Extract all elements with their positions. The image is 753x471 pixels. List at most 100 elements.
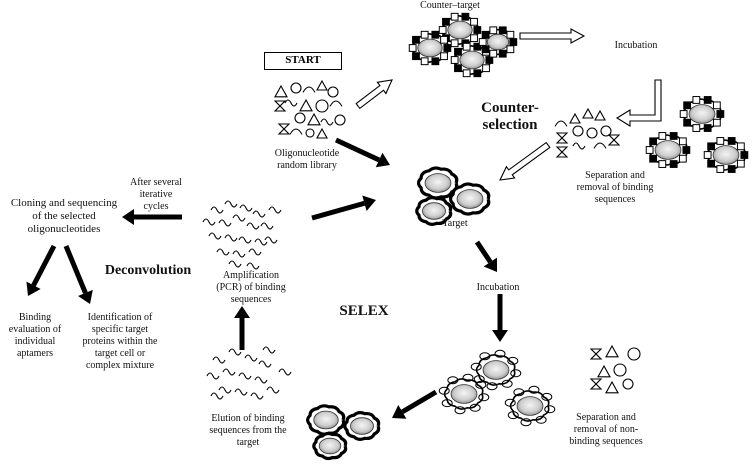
amplified-oligo <box>232 250 246 258</box>
sep-arc <box>593 142 607 149</box>
label-binding-eval: Binding evaluation of individual aptamer… <box>8 312 62 359</box>
sep-triangle <box>582 107 594 119</box>
arrow-to-identification <box>63 245 93 304</box>
eluted-oligo <box>234 388 248 396</box>
library-circle <box>327 86 339 98</box>
amplified-oligo <box>268 206 282 214</box>
amplified-oligo <box>238 236 252 244</box>
eluted-oligo <box>262 346 276 354</box>
eluted-target-3 <box>312 431 348 461</box>
sep-circle <box>586 127 598 139</box>
eluted-oligo <box>250 392 264 400</box>
incubated-target-2 <box>438 373 490 415</box>
amplified-oligo <box>232 214 246 222</box>
amplified-oligo <box>260 222 274 230</box>
nb-triangle <box>597 364 611 378</box>
arrow-back-to-target <box>499 141 551 181</box>
sep-circle <box>600 125 612 137</box>
arrow-to-elution <box>392 389 438 419</box>
library-triangle <box>316 127 328 139</box>
counter-target-3 <box>450 42 494 78</box>
label-counter-target: Counter–target <box>420 0 480 11</box>
nb-triangle <box>605 380 619 394</box>
amplified-oligo <box>208 232 222 240</box>
amplified-oligo <box>246 262 260 270</box>
library-circle <box>315 99 329 113</box>
library-circle <box>290 82 302 94</box>
library-arc <box>289 128 303 135</box>
library-arc <box>329 100 343 107</box>
arrow-incubation-down <box>492 294 508 342</box>
library-triangle <box>274 84 288 98</box>
label-separation-binding: Separation and removal of binding sequen… <box>576 170 654 205</box>
label-cloning: Cloning and sequencing of the selected o… <box>10 197 118 235</box>
amplified-oligo <box>239 204 253 212</box>
eluted-oligo <box>218 386 232 394</box>
label-incubation-mid: Incubation <box>476 282 520 293</box>
library-triangle <box>307 112 321 126</box>
amplified-oligo <box>254 238 268 246</box>
eluted-oligo <box>278 368 292 376</box>
nb-circle <box>622 378 634 390</box>
incubated-target-3 <box>504 385 556 427</box>
nb-circle <box>627 347 641 361</box>
label-amplification: Amplification (PCR) of binding sequences <box>216 270 286 305</box>
label-selex: SELEX <box>339 303 389 319</box>
library-triangle <box>299 98 313 112</box>
amplified-oligo <box>224 234 238 242</box>
label-deconvolution: Deconvolution <box>104 263 192 278</box>
label-iterative-cycles: After several iterative cycles <box>130 177 182 212</box>
amplified-oligo <box>218 219 232 227</box>
amplified-oligo <box>252 210 266 218</box>
target-3 <box>415 196 453 226</box>
amplified-oligo <box>216 248 230 256</box>
label-counter-selection: Counter- selection <box>481 100 539 133</box>
incubated-target-1 <box>470 349 522 391</box>
amplified-oligo <box>224 200 238 208</box>
arrow-library-to-target <box>334 137 390 168</box>
sep-hourglass <box>555 146 569 158</box>
label-elution: Elution of binding sequences from the ta… <box>209 413 287 448</box>
arrow-target-to-incubation <box>474 240 497 272</box>
amplified-oligo <box>210 206 224 214</box>
sep-squiggle <box>572 142 586 150</box>
eluted-oligo <box>222 368 236 376</box>
amplified-oligo <box>264 236 278 244</box>
library-arc <box>302 86 316 93</box>
library-hourglass <box>273 100 287 112</box>
library-circle <box>334 114 346 126</box>
amplified-oligo <box>228 260 242 268</box>
eluted-oligo <box>228 348 242 356</box>
label-oligo-library: Oligonucleotide random library <box>274 148 340 171</box>
target-2 <box>448 182 491 216</box>
arrow-elbow-down-left <box>615 79 662 127</box>
start-box: START <box>264 52 342 70</box>
library-circle <box>294 112 306 124</box>
library-squiggle <box>284 99 298 107</box>
amplified-oligo <box>202 218 216 226</box>
eluted-target-1 <box>306 404 346 436</box>
amplified-oligo <box>248 248 262 256</box>
label-incubation-top: Incubation <box>614 40 658 51</box>
nb-hourglass <box>589 348 603 360</box>
nb-triangle <box>605 344 619 358</box>
label-separation-nonbinding: Separation and removal of non- binding s… <box>569 412 643 447</box>
eluted-oligo <box>254 376 268 384</box>
library-triangle <box>316 79 328 91</box>
arrow-amplification-to-target <box>311 195 376 221</box>
sep-hourglass <box>555 132 569 144</box>
library-circle <box>305 128 315 138</box>
label-target: Target <box>442 218 468 229</box>
eluted-oligo <box>258 360 272 368</box>
eluted-target-2 <box>343 411 381 441</box>
eluted-oligo <box>244 354 258 362</box>
sep-triangle <box>569 112 581 124</box>
eluted-oligo <box>212 356 226 364</box>
counter-target-4 <box>478 26 518 58</box>
sep-circle <box>572 125 584 137</box>
label-identification: Identification of specific target protei… <box>82 312 158 371</box>
arrow-to-counter-target <box>355 79 393 110</box>
arrow-to-cloning <box>122 209 182 225</box>
